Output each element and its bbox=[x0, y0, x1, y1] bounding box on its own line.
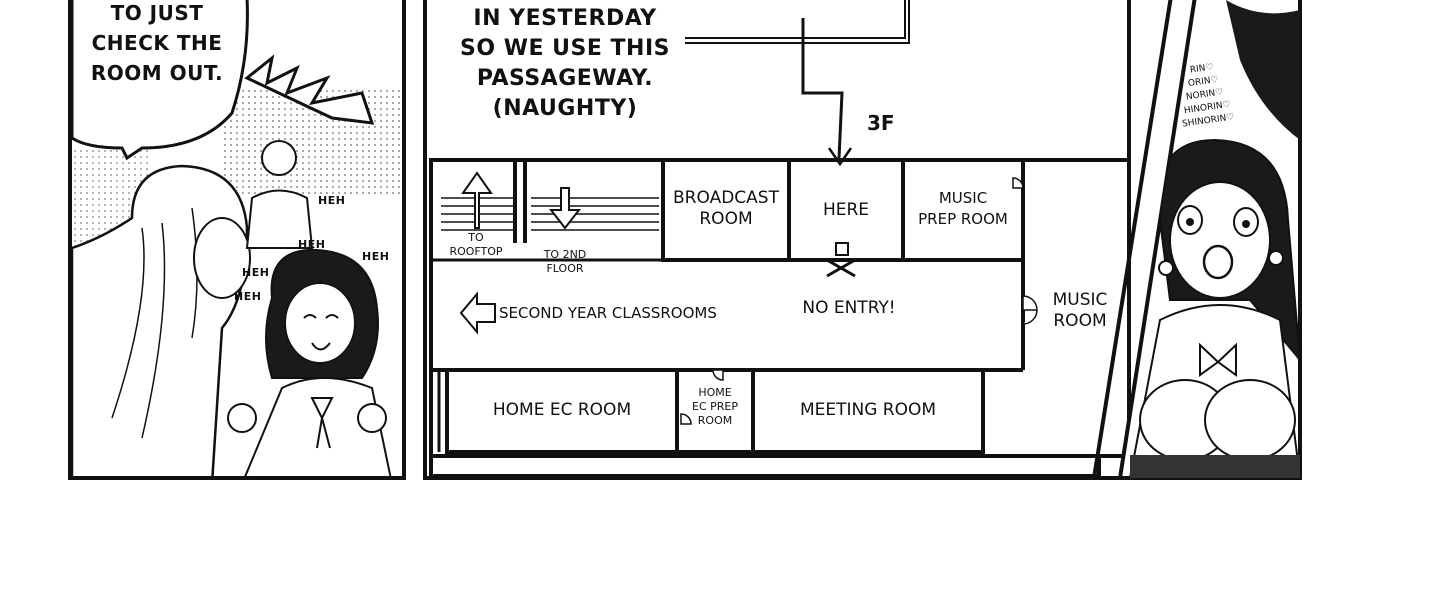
floor-label: 3F bbox=[867, 111, 895, 135]
narration-line: (NAUGHTY) bbox=[492, 96, 638, 121]
speech-line: CHECK THE bbox=[91, 31, 223, 55]
room-music: MUSIC ROOM bbox=[1037, 290, 1123, 332]
room-music-prep: MUSIC PREP ROOM bbox=[903, 188, 1023, 230]
room-to-rooftop: TO ROOFTOP bbox=[437, 231, 515, 259]
floor-map-drawing bbox=[429, 0, 1127, 476]
room-label-line: ROOM bbox=[697, 414, 733, 427]
narration-line: IN YESTERDAY bbox=[473, 6, 657, 31]
narration-line: PASSAGEWAY. bbox=[476, 66, 654, 91]
background-boy bbox=[261, 140, 297, 176]
room-label-line: TO 2ND bbox=[543, 248, 587, 261]
room-label-line: MUSIC bbox=[938, 189, 988, 207]
room-label-line: ROOFTOP bbox=[449, 245, 503, 258]
room-label-line: FLOOR bbox=[546, 262, 584, 275]
speech-text: TO JUST CHECK THE ROOM OUT. bbox=[72, 0, 242, 88]
left-panel-art bbox=[72, 0, 402, 476]
room-home-ec: HOME EC ROOM bbox=[492, 400, 632, 420]
sfx-heh: HEH bbox=[318, 194, 346, 207]
floor-map-panel: IN YESTERDAY SO WE USE THIS PASSAGEWAY. … bbox=[423, 0, 1131, 480]
speech-line: TO JUST bbox=[110, 1, 204, 25]
narration-line: SO WE USE THIS bbox=[459, 36, 670, 61]
up-arrow-icon bbox=[461, 171, 493, 229]
room-meeting: MEETING ROOM bbox=[799, 400, 937, 420]
room-label-line: MUSIC bbox=[1052, 290, 1108, 310]
sfx-heh: HEH bbox=[242, 266, 270, 279]
speech-line: ROOM OUT. bbox=[90, 61, 224, 85]
room-label-line: ROOM bbox=[1053, 311, 1107, 331]
burst-shape bbox=[244, 54, 375, 125]
room-broadcast: BROADCAST ROOM bbox=[663, 188, 789, 230]
room-label-line: TO bbox=[468, 231, 484, 244]
left-arrow-icon bbox=[459, 291, 496, 335]
room-label-line: EC PREP bbox=[692, 400, 738, 413]
speech-bubble bbox=[72, 0, 249, 161]
down-arrow-icon bbox=[548, 187, 582, 230]
sfx-heh: HEH bbox=[362, 250, 390, 263]
narration-box: IN YESTERDAY SO WE USE THIS PASSAGEWAY. … bbox=[445, 4, 685, 124]
room-here: HERE bbox=[822, 200, 870, 220]
room-label-line: BROADCAST bbox=[673, 188, 779, 208]
room-to-2nd-floor: TO 2ND FLOOR bbox=[525, 248, 605, 276]
sfx-heh: HEH bbox=[298, 238, 326, 251]
room-home-ec-prep: HOME EC PREP ROOM bbox=[677, 386, 753, 428]
corridor-second-year: SECOND YEAR CLASSROOMS bbox=[499, 304, 717, 322]
room-label-line: HOME bbox=[698, 386, 732, 399]
room-label-line: PREP ROOM bbox=[918, 210, 1008, 228]
room-label-line: ROOM bbox=[699, 209, 753, 229]
shocked-girl bbox=[1128, 0, 1300, 478]
sfx-heh: HEH bbox=[234, 290, 262, 303]
corridor-no-entry: NO ENTRY! bbox=[802, 298, 896, 318]
left-panel: TO JUST CHECK THE ROOM OUT. HEH HEH HEH … bbox=[68, 0, 406, 480]
